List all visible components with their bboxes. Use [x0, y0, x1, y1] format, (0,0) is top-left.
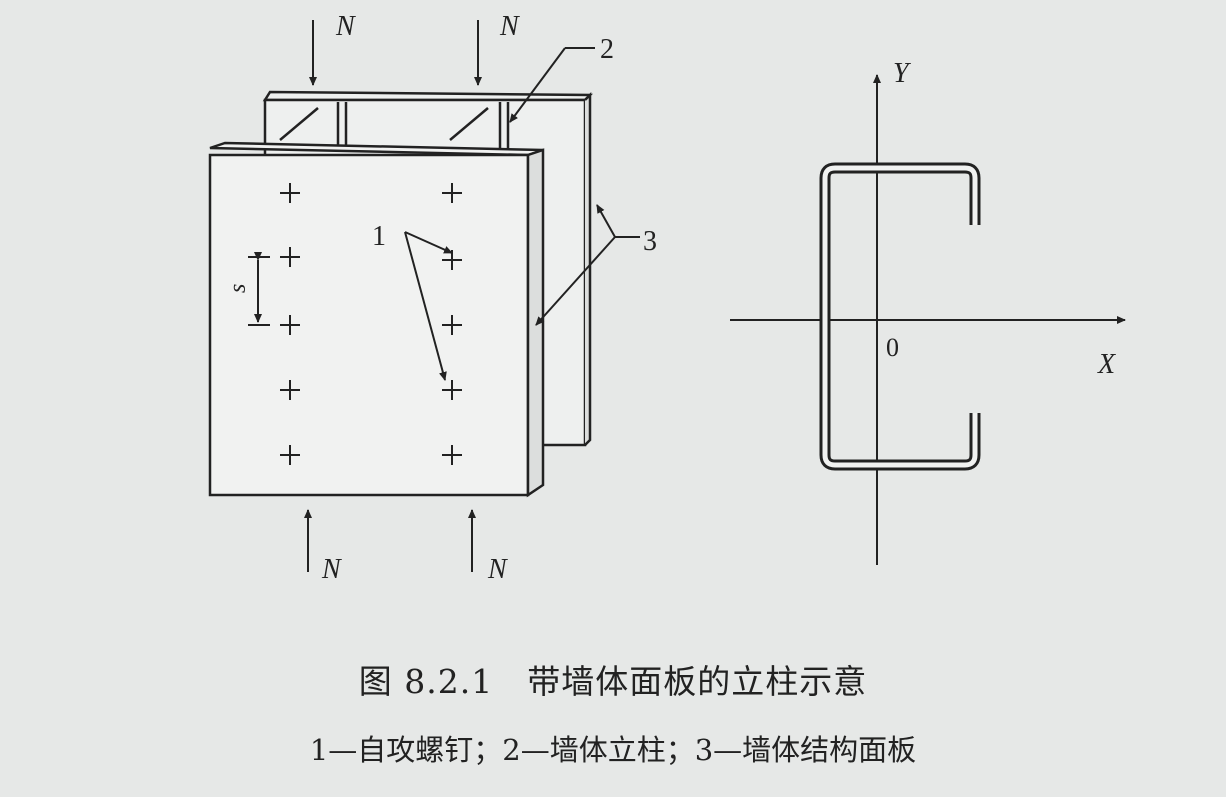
axis-label-y: Y [893, 58, 912, 89]
c-section [819, 162, 981, 471]
axis-label-x: X [1097, 349, 1116, 380]
screws [280, 183, 462, 465]
origin-label: 0 [886, 333, 899, 362]
label-panel: 3 [643, 226, 657, 257]
force-label-bottom-left: N [321, 554, 342, 585]
force-label-top-left: N [335, 11, 356, 42]
force-arrows [304, 20, 482, 572]
label-stud: 2 [600, 34, 614, 65]
leader-lines [404, 47, 640, 381]
stud-right [449, 102, 510, 150]
figure-caption-legend: 1—自攻螺钉；2—墙体立柱；3—墙体结构面板 [309, 733, 917, 767]
stud-left [279, 102, 348, 150]
label-screw: 1 [372, 221, 386, 252]
figure-caption-title: 图 8.2.1 带墙体面板的立柱示意 [358, 662, 868, 701]
coordinate-axes [730, 74, 1126, 565]
force-label-bottom-right: N [487, 554, 508, 585]
label-spacing: s [225, 284, 251, 293]
spacing-dimension [248, 252, 270, 326]
force-label-top-right: N [499, 11, 520, 42]
front-panel [208, 141, 545, 498]
